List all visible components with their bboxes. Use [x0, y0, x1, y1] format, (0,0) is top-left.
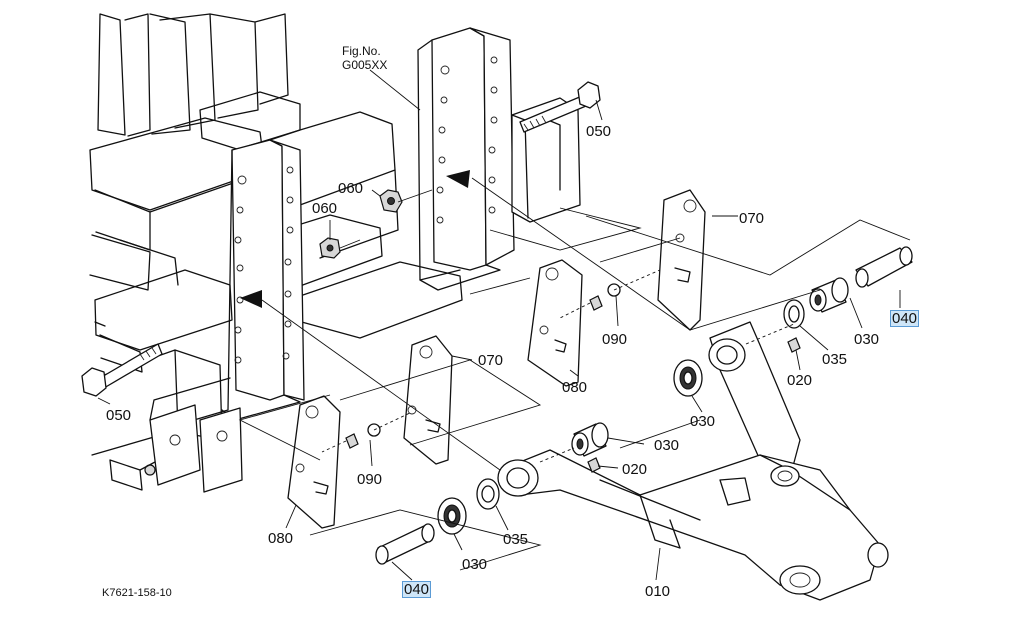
- bolt-left: [81, 343, 163, 397]
- figure-number: Fig.No. G005XX: [342, 44, 387, 72]
- part-label-035-left[interactable]: 035: [503, 531, 529, 548]
- part-label-090-left[interactable]: 090: [357, 471, 383, 488]
- bearing-030-bottom: [437, 497, 467, 535]
- part-label-030-mid[interactable]: 030: [690, 413, 716, 430]
- assembly-lines: [238, 177, 911, 571]
- plate-080-left: [287, 395, 341, 529]
- part-label-060-top[interactable]: 060: [338, 180, 364, 197]
- figure-number-line2: G005XX: [342, 58, 388, 72]
- grease-020-right: [787, 337, 801, 353]
- part-label-020-right[interactable]: 020: [787, 372, 813, 389]
- figure-number-line1: Fig.No.: [342, 44, 381, 58]
- leader-lines: [97, 69, 901, 581]
- part-label-050-left[interactable]: 050: [106, 407, 132, 424]
- bolts-090-left: [321, 411, 413, 453]
- chassis-frame: [89, 13, 463, 491]
- grease-020-center: [587, 457, 601, 473]
- bolt-top: [519, 81, 601, 133]
- part-label-070-right[interactable]: 070: [739, 210, 765, 227]
- part-label-080-right[interactable]: 080: [562, 379, 588, 396]
- washer-035-left: [476, 478, 500, 510]
- part-label-030-center[interactable]: 030: [654, 437, 680, 454]
- pipe-040-right: [855, 246, 913, 288]
- part-label-035-right[interactable]: 035: [822, 351, 848, 368]
- part-label-040-bottom[interactable]: 040: [401, 581, 432, 598]
- lower-arm: [497, 321, 889, 601]
- part-label-060-mid[interactable]: 060: [312, 200, 338, 217]
- washer-035-right: [783, 299, 805, 329]
- part-label-070-left[interactable]: 070: [478, 352, 504, 369]
- part-label-010[interactable]: 010: [645, 583, 671, 600]
- nut-mid: [319, 237, 341, 259]
- part-label-030-right[interactable]: 030: [854, 331, 880, 348]
- part-label-030-bottom[interactable]: 030: [462, 556, 488, 573]
- right-bracket: [417, 27, 581, 291]
- part-label-080-left[interactable]: 080: [268, 530, 294, 547]
- plate-080-right: [527, 259, 583, 387]
- pipe-040-bottom: [375, 523, 435, 565]
- bushing-030-right: [809, 277, 849, 313]
- part-label-020-center[interactable]: 020: [622, 461, 648, 478]
- plate-070-right: [657, 189, 706, 331]
- part-label-050-top[interactable]: 050: [586, 123, 612, 140]
- nut-top: [379, 189, 403, 213]
- bearing-030-mid: [673, 359, 703, 397]
- drawing-code: K7621-158-10: [102, 587, 172, 599]
- bolts-090-right: [559, 269, 661, 319]
- part-label-090-right[interactable]: 090: [602, 331, 628, 348]
- part-label-040-right[interactable]: 040: [889, 310, 920, 327]
- bushing-030-center: [571, 422, 609, 457]
- left-bracket: [149, 139, 305, 493]
